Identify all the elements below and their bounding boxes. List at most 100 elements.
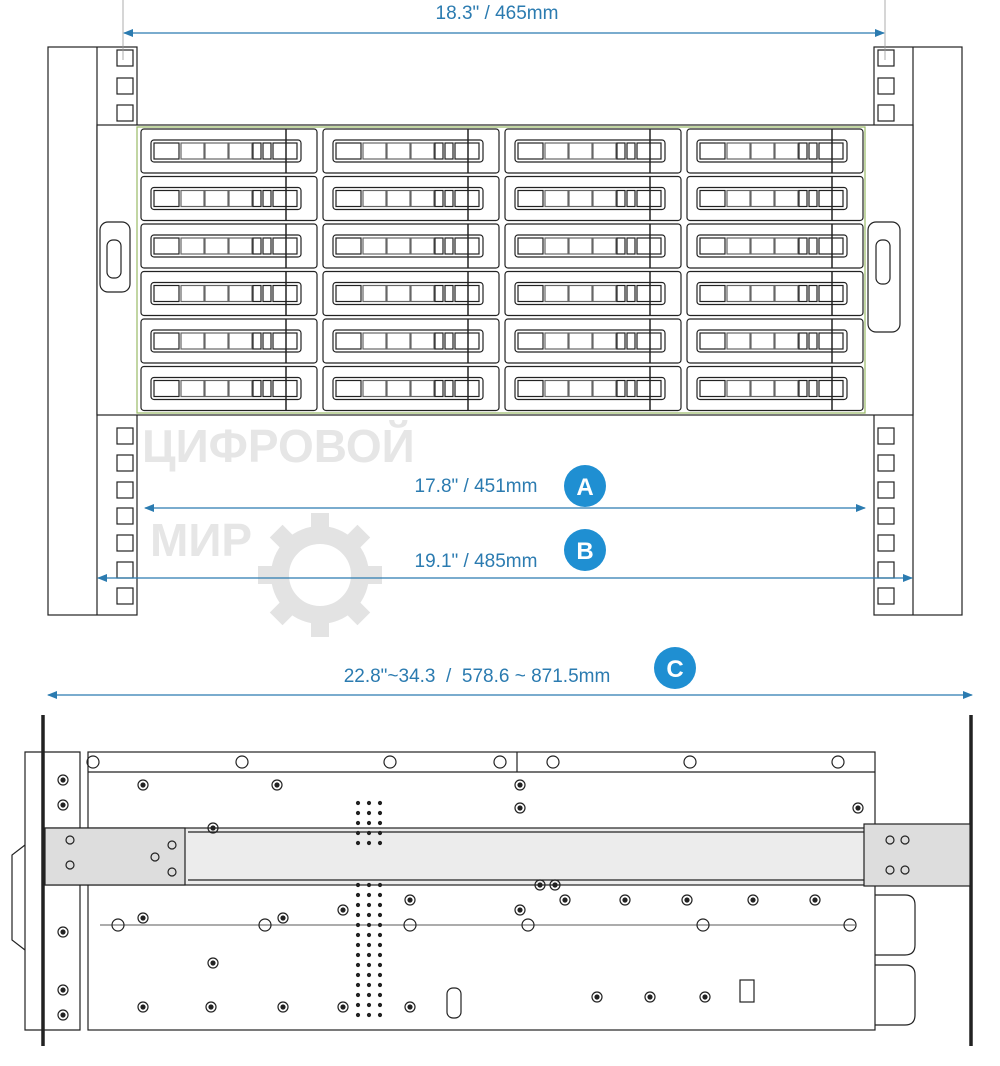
vent-hole bbox=[366, 892, 372, 898]
vent-hole bbox=[377, 840, 383, 846]
screw bbox=[404, 894, 416, 906]
screw bbox=[644, 991, 656, 1003]
mounting-hole bbox=[235, 755, 249, 769]
vent-hole bbox=[377, 932, 383, 938]
badge-c-letter: C bbox=[666, 656, 683, 683]
mounting-hole bbox=[843, 918, 857, 932]
vent-hole bbox=[355, 932, 361, 938]
vent-hole bbox=[366, 952, 372, 958]
vent-hole bbox=[355, 800, 361, 806]
vent-hole bbox=[355, 840, 361, 846]
drive-bay bbox=[322, 318, 500, 364]
screw bbox=[207, 957, 219, 969]
vent-hole bbox=[355, 982, 361, 988]
side-view bbox=[11, 715, 973, 1046]
vent-hole bbox=[377, 1002, 383, 1008]
rack-hole bbox=[877, 427, 895, 445]
drive-bay bbox=[504, 318, 682, 364]
rack-hole bbox=[116, 481, 134, 499]
drive-bay bbox=[322, 128, 500, 174]
watermark: ЦИФРОВОЙ МИР bbox=[142, 420, 415, 637]
drive-bay bbox=[686, 318, 864, 364]
screw bbox=[57, 799, 69, 811]
rack-hole bbox=[116, 507, 134, 525]
drive-bay bbox=[686, 223, 864, 269]
watermark-line1: ЦИФРОВОЙ bbox=[142, 420, 415, 472]
gear-tooth bbox=[364, 566, 382, 584]
screw bbox=[207, 822, 219, 834]
right-handle bbox=[867, 221, 901, 333]
mounting-hole bbox=[521, 918, 535, 932]
screw bbox=[514, 904, 526, 916]
vent-hole bbox=[366, 810, 372, 816]
vent-hole bbox=[366, 1012, 372, 1018]
rack-hole bbox=[116, 427, 134, 445]
vent-hole bbox=[355, 1002, 361, 1008]
vent-hole bbox=[377, 942, 383, 948]
gear-tooth bbox=[311, 619, 329, 637]
screw bbox=[591, 991, 603, 1003]
drive-bay bbox=[686, 175, 864, 222]
vent-hole bbox=[355, 810, 361, 816]
rack-hole bbox=[116, 49, 134, 67]
rail-hole bbox=[885, 835, 895, 845]
drive-bay bbox=[504, 270, 682, 317]
drive-bay bbox=[322, 223, 500, 269]
rack-hole bbox=[877, 77, 895, 95]
vent-hole bbox=[366, 962, 372, 968]
screw bbox=[619, 894, 631, 906]
rack-hole bbox=[116, 534, 134, 552]
vent-hole bbox=[355, 830, 361, 836]
drive-bay bbox=[140, 270, 318, 317]
screw bbox=[747, 894, 759, 906]
width-top-label: 18.3" / 465mm bbox=[436, 3, 559, 24]
screw bbox=[57, 1009, 69, 1021]
vent-hole bbox=[355, 912, 361, 918]
screw bbox=[57, 984, 69, 996]
screw bbox=[559, 894, 571, 906]
drive-bay bbox=[322, 270, 500, 317]
badge-a bbox=[564, 465, 606, 507]
drive-bay bbox=[140, 175, 318, 222]
drive-bay bbox=[504, 365, 682, 412]
vent-hole bbox=[355, 882, 361, 888]
rack-hole bbox=[877, 587, 895, 605]
mounting-hole bbox=[696, 918, 710, 932]
screw bbox=[514, 802, 526, 814]
vent-hole bbox=[355, 972, 361, 978]
vent-hole bbox=[366, 942, 372, 948]
screw bbox=[809, 894, 821, 906]
screw bbox=[277, 912, 289, 924]
vent-hole bbox=[366, 840, 372, 846]
mounting-hole bbox=[831, 755, 845, 769]
vent-hole bbox=[355, 902, 361, 908]
mounting-hole bbox=[683, 755, 697, 769]
drive-bay bbox=[140, 365, 318, 412]
screw bbox=[681, 894, 693, 906]
rack-hole bbox=[877, 104, 895, 122]
rack-hole bbox=[877, 561, 895, 579]
rack-hole bbox=[877, 49, 895, 67]
rack-hole bbox=[116, 104, 134, 122]
front-ear bbox=[24, 751, 81, 1031]
rail-hole bbox=[167, 867, 177, 877]
vent-hole bbox=[355, 1012, 361, 1018]
mounting-hole bbox=[493, 755, 507, 769]
vent-hole bbox=[377, 902, 383, 908]
rack-hole bbox=[116, 77, 134, 95]
dim-c-label: 22.8"~34.3 / 578.6 ~ 871.5mm bbox=[344, 666, 611, 687]
screw bbox=[137, 779, 149, 791]
drive-bay bbox=[686, 365, 864, 412]
badge-c bbox=[654, 647, 696, 689]
vent-hole bbox=[355, 892, 361, 898]
vent-hole bbox=[377, 972, 383, 978]
vent-hole bbox=[355, 922, 361, 928]
rail-hole bbox=[65, 835, 75, 845]
dimension-lines bbox=[47, 0, 973, 699]
vent-hole bbox=[377, 922, 383, 928]
vent-hole bbox=[366, 1002, 372, 1008]
rail-hole bbox=[65, 860, 75, 870]
vent-hole bbox=[377, 830, 383, 836]
vent-hole bbox=[377, 982, 383, 988]
vent-hole bbox=[355, 942, 361, 948]
